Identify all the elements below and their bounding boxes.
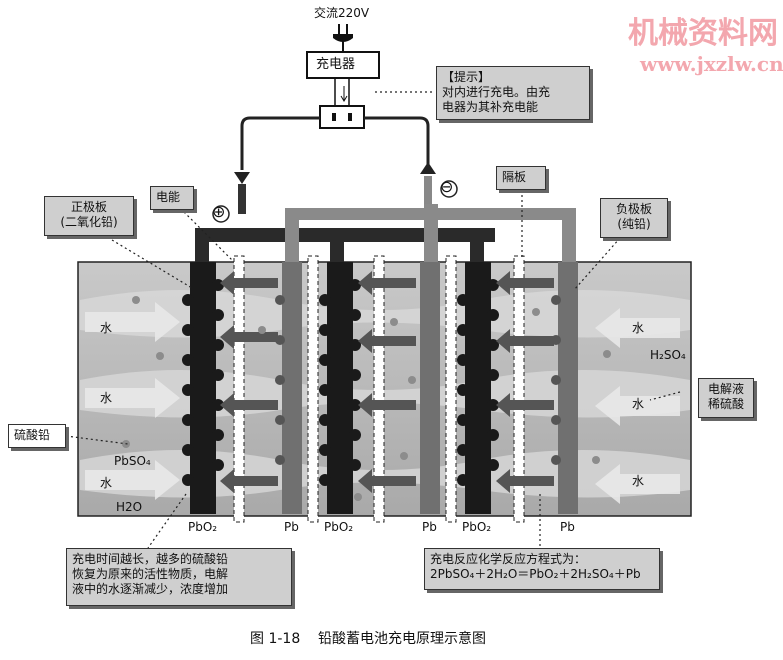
charge-note-callout: 充电时间越长，越多的硫酸铅 恢复为原来的活性物质，电解 液中的水逐渐减少，浓度增… — [66, 548, 292, 606]
reaction-title: 充电反应化学反应方程式为： — [430, 552, 587, 566]
negative-terminal-label: ⊖ — [440, 177, 454, 196]
water-label-5: 水 — [632, 397, 645, 411]
electrolyte-line-1: 电解液 — [707, 382, 744, 396]
hint-callout: 【提示】 对内进行充电。由充 电器为其补充电能 — [436, 66, 590, 120]
water-label-4: 水 — [632, 321, 645, 335]
negative-wire — [364, 116, 430, 165]
down-arrow-icon — [234, 172, 250, 184]
water-label-3: 水 — [100, 476, 113, 490]
positive-plate-line-1: 正极板 — [70, 200, 107, 214]
plate-label-pb-2: Pb — [422, 520, 437, 534]
figure-caption: 图 1-18 铅酸蓄电池充电原理示意图 — [250, 631, 487, 647]
h2o-label: H2O — [116, 500, 143, 514]
plate-label-pbo2-3: PbO₂ — [462, 520, 492, 534]
up-arrow-icon — [420, 162, 436, 174]
plate-label-pb-1: Pb — [284, 520, 299, 534]
separator-5 — [513, 255, 525, 523]
pbo2-plate-2 — [327, 262, 353, 514]
negative-plate-callout: 负极板 (纯铅) — [600, 198, 668, 238]
socket-box — [319, 105, 365, 129]
watermark-title: 机械资料网 — [628, 16, 778, 51]
pb-plate-1 — [282, 262, 302, 514]
charge-note-line-3: 液中的水逐渐减少，浓度增加 — [72, 582, 229, 596]
plate-label-pbo2-1: PbO₂ — [188, 520, 218, 534]
positive-busbar — [195, 228, 495, 242]
water-label-6: 水 — [632, 474, 645, 488]
h2so4-label: H₂SO₄ — [650, 348, 686, 362]
separator-3 — [373, 255, 385, 523]
negative-plate-line-2: (纯铅) — [617, 217, 651, 231]
plate-label-pb-3: Pb — [560, 520, 575, 534]
power-source-label: 交流220V — [314, 6, 370, 20]
charger-box — [306, 51, 380, 79]
charger-label: 充电器 — [316, 57, 356, 72]
watermark-url: www.jxzlw.cn — [640, 52, 783, 76]
negative-plate-line-1: 负极板 — [615, 202, 652, 216]
plug-icon — [333, 24, 353, 52]
electrolyte-callout: 电解液 稀硫酸 — [698, 378, 754, 418]
separator-1 — [233, 255, 245, 523]
lead-sulfate-callout: 硫酸铅 — [8, 424, 66, 448]
reaction-equation: 2PbSO₄＋2H₂O＝PbO₂＋2H₂SO₄＋Pb — [430, 567, 641, 581]
electrolyte-line-2: 稀硫酸 — [707, 397, 744, 411]
charge-arrows — [220, 271, 554, 493]
separator-callout: 隔板 — [496, 166, 546, 190]
pbo2-plate-1 — [190, 262, 216, 514]
water-label-1: 水 — [100, 321, 113, 335]
pbso4-label: PbSO₄ — [114, 454, 151, 468]
pb-plate-3 — [558, 262, 578, 514]
reaction-callout: 充电反应化学反应方程式为： 2PbSO₄＋2H₂O＝PbO₂＋2H₂SO₄＋Pb — [424, 548, 660, 590]
hint-line-2: 电器为其补充电能 — [442, 100, 539, 114]
charge-note-line-1: 充电时间越长，越多的硫酸铅 — [72, 552, 229, 566]
plate-label-pbo2-2: PbO₂ — [324, 520, 354, 534]
positive-plate-callout: 正极板 (二氧化铅) — [44, 196, 134, 236]
pbo2-plate-3 — [465, 262, 491, 514]
water-label-2: 水 — [100, 391, 113, 405]
positive-terminal-label: ⊕ — [212, 202, 226, 221]
energy-callout: 电能 — [150, 186, 194, 210]
charge-note-line-2: 恢复为原来的活性物质，电解 — [72, 567, 229, 581]
positive-plate-line-2: (二氧化铅) — [60, 215, 118, 229]
hint-line-1: 对内进行充电。由充 — [442, 85, 551, 99]
separator-4 — [445, 255, 457, 523]
hint-title: 【提示】 — [442, 70, 491, 84]
pb-plate-2 — [420, 262, 440, 514]
separator-2 — [307, 255, 319, 523]
positive-wire — [240, 116, 320, 170]
